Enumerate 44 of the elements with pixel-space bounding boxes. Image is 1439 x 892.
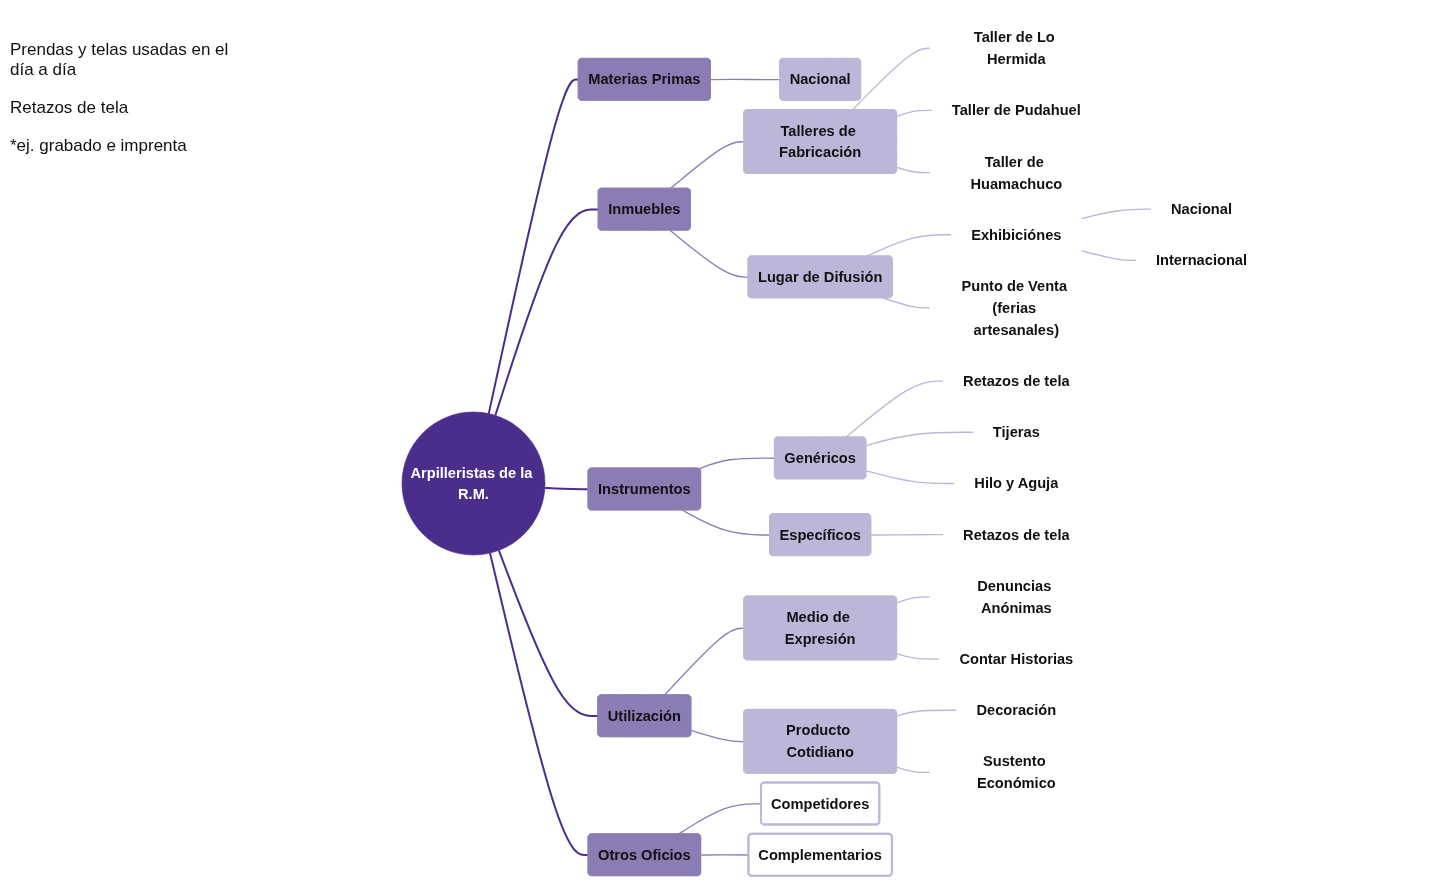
node-circle: Arpilleristas de la R.M.: [401, 411, 546, 556]
connector: [882, 297, 931, 309]
node-text: Retazos de tela: [963, 372, 1070, 390]
node-text: Internacional: [1155, 252, 1248, 269]
connector: [710, 78, 781, 81]
node-text: Exhibiciónes: [971, 226, 1062, 244]
node-text: Hilo y Aguja: [974, 475, 1059, 492]
connector: [896, 596, 931, 604]
node-text: Nacional: [1171, 200, 1232, 218]
note-text: *ej. grabado e imprenta: [10, 136, 188, 156]
connector: [896, 109, 933, 117]
connector: [663, 627, 745, 696]
connector: [1080, 250, 1137, 262]
connector: [487, 78, 580, 415]
note-text: Retazos de tela: [10, 98, 130, 118]
connector: [851, 47, 931, 111]
connector: [870, 534, 944, 536]
connector: [494, 208, 600, 417]
connector: [845, 380, 944, 438]
node-text: Denuncias Anónimas: [977, 577, 1052, 617]
node-text: Taller de Pudahuel: [951, 102, 1081, 119]
node-text: Sustento Económico: [976, 753, 1056, 792]
connector: [690, 729, 745, 743]
connector: [669, 141, 745, 190]
note-text: Prendas y telas usadas en el día a día: [10, 40, 230, 80]
node-text: Punto de Venta (ferias artesanales): [961, 277, 1068, 339]
connector: [896, 766, 931, 774]
node-text: Decoración: [976, 701, 1057, 719]
node-text: Taller de Huamachuco: [970, 153, 1063, 192]
connector: [543, 486, 590, 491]
node-text: Contar Historias: [959, 650, 1074, 668]
connector: [865, 431, 974, 447]
connector: [865, 470, 956, 485]
connector: [681, 509, 771, 536]
node-text: Tijeras: [992, 423, 1040, 441]
connector: [698, 457, 776, 470]
connector: [896, 653, 941, 660]
connector: [1080, 208, 1152, 220]
node-text: Taller de Lo Hermida: [973, 28, 1055, 68]
node-text: Retazos de tela: [963, 526, 1070, 544]
connector: [896, 166, 931, 174]
connector: [489, 552, 590, 857]
connector: [896, 709, 958, 717]
connector: [669, 229, 749, 278]
